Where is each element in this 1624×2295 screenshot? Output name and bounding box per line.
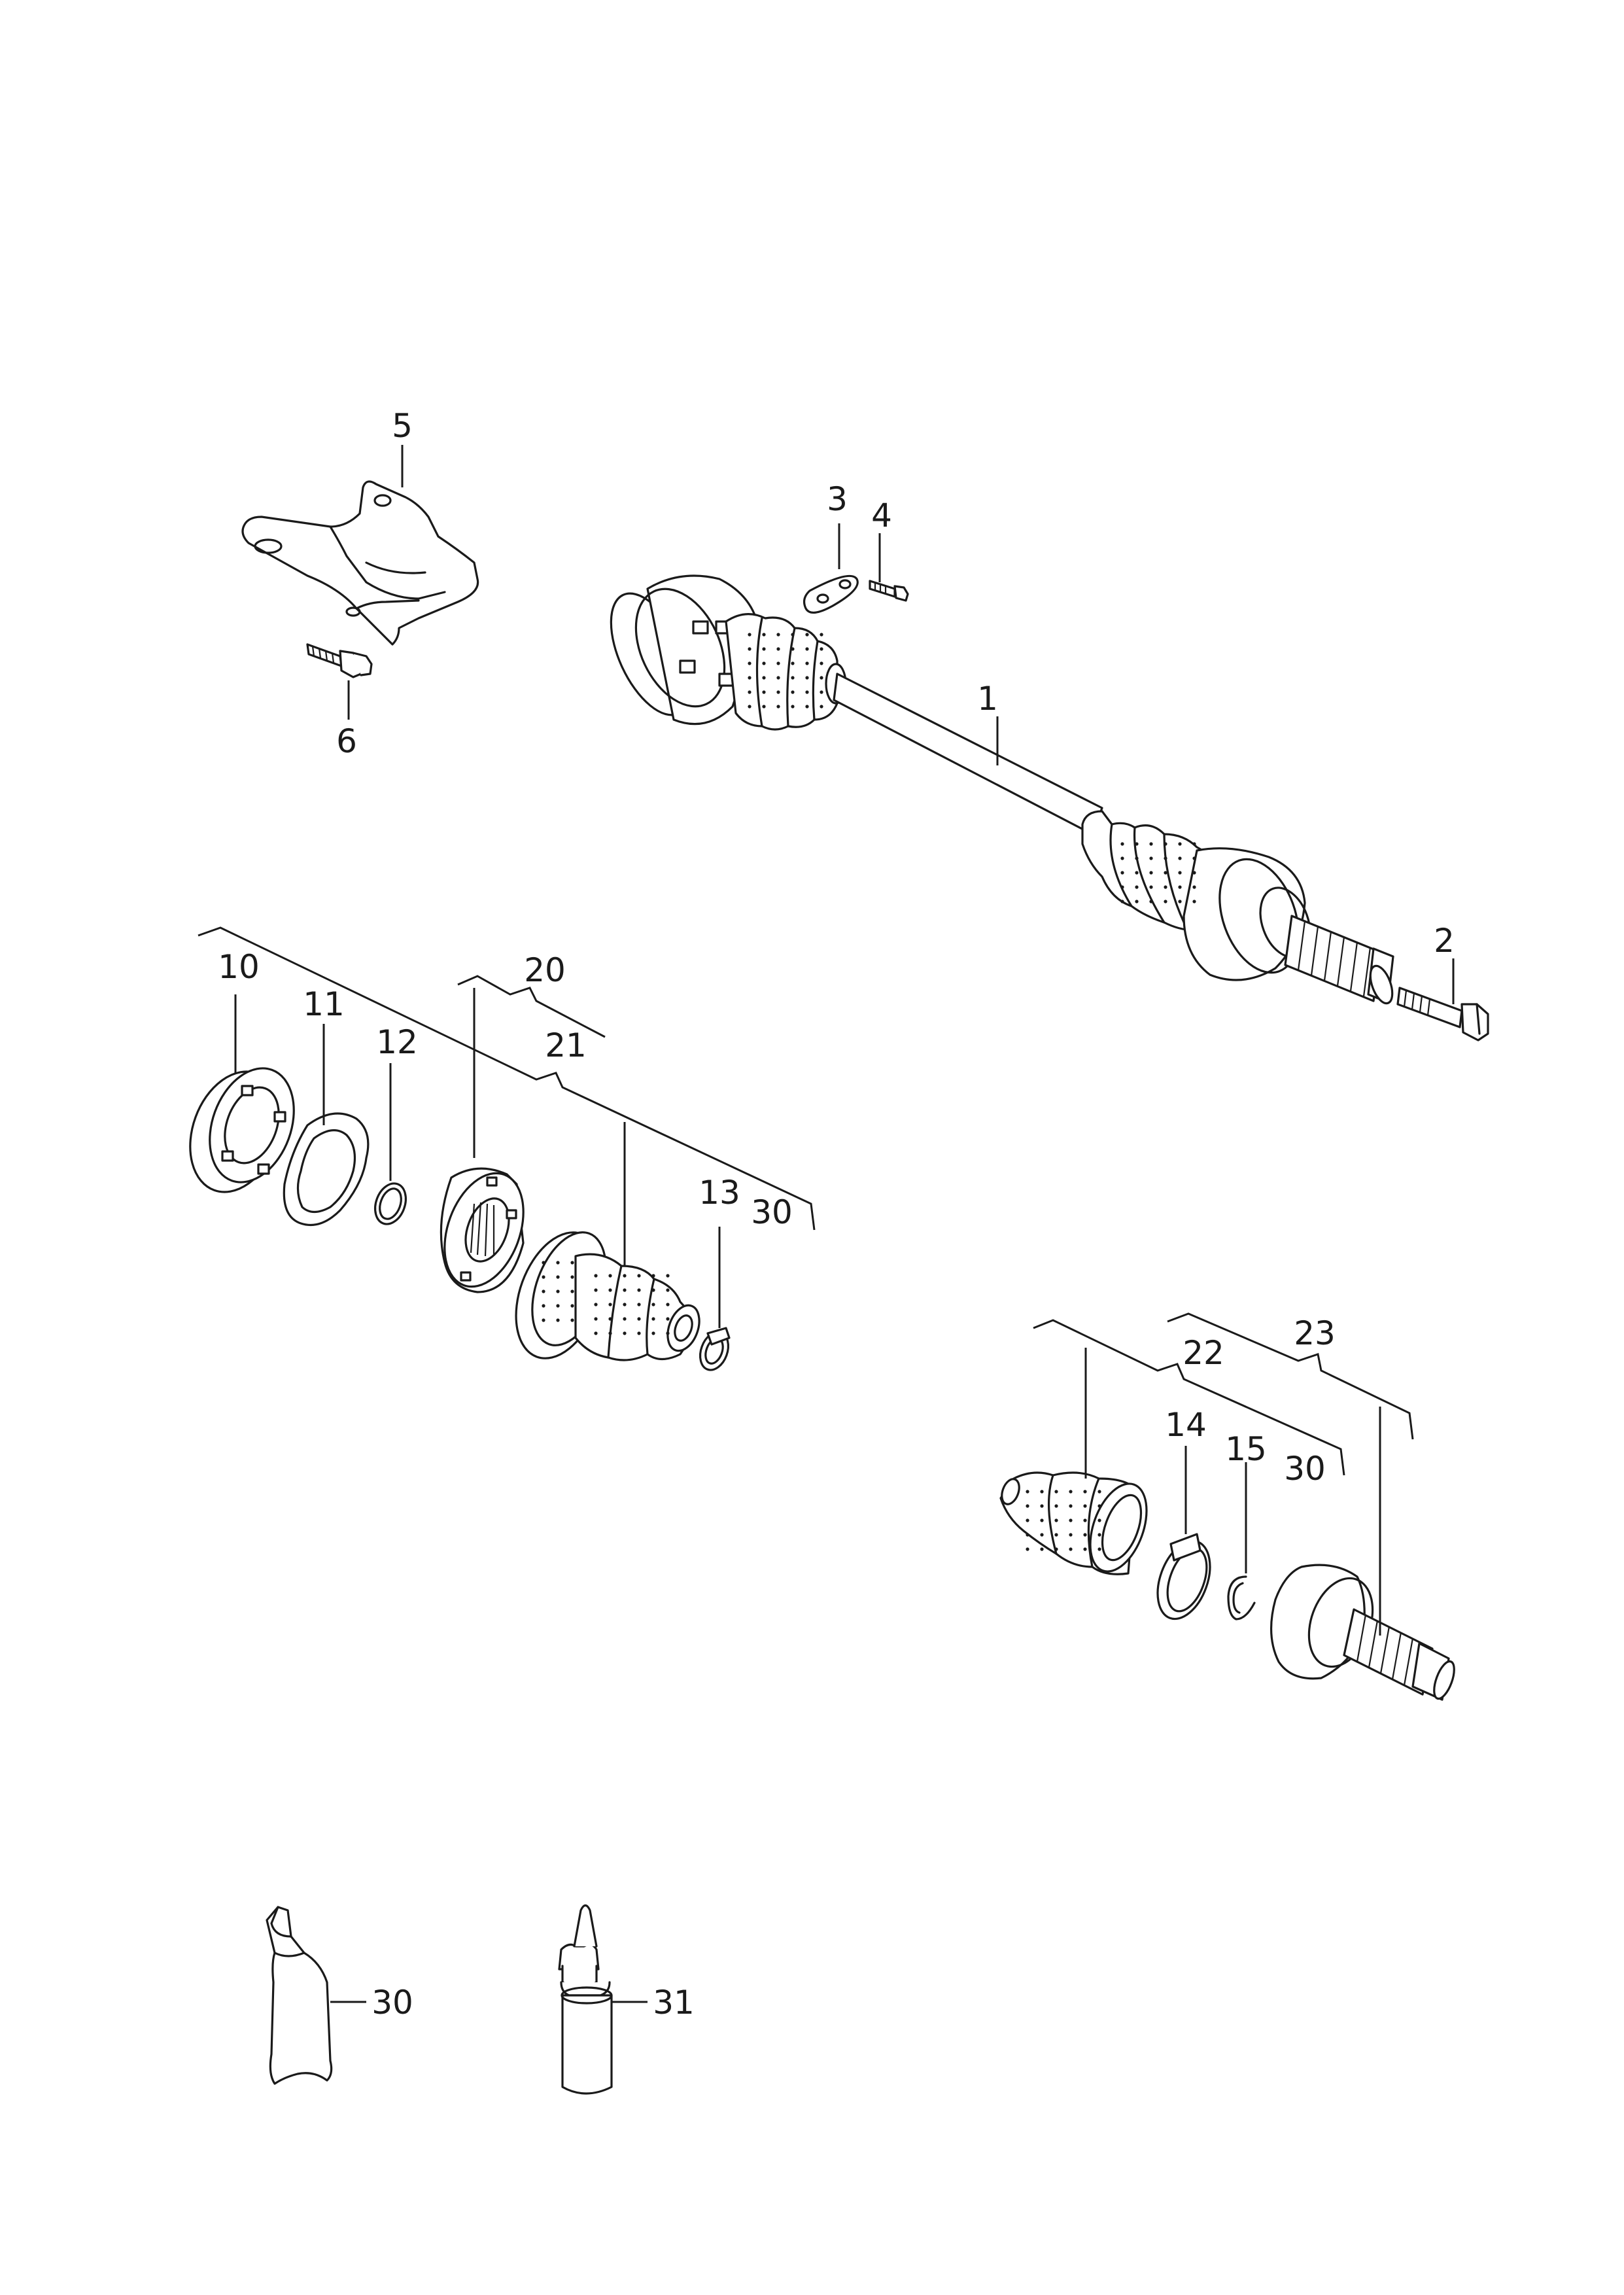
callout-5: 5 [392,407,413,445]
callout-30-tube: 30 [371,1984,413,2022]
callout-2: 2 [1434,922,1455,960]
callout-labels: 1 2 3 4 5 6 10 11 12 13 14 15 20 21 22 2… [218,407,1455,2022]
boot-dots-2 [542,1261,1101,1551]
callout-14: 14 [1165,1406,1207,1444]
clamp-part-14 [1156,1533,1211,1621]
boot-part-21 [515,1231,700,1361]
sealant-bottle-part [558,1904,613,2095]
callout-22: 22 [1183,1334,1224,1372]
callout-31-bottle: 31 [653,1984,695,2022]
boot-part-22 [999,1471,1148,1575]
callout-12: 12 [376,1023,418,1061]
circlip-part-15 [1227,1575,1256,1621]
callout-23: 23 [1294,1314,1336,1352]
outer-joint-part-23 [1270,1564,1455,1701]
bolt-part-6 [306,643,373,678]
callout-4: 4 [871,497,892,534]
callout-11: 11 [303,985,345,1023]
gasket-part-11 [283,1112,370,1227]
callout-6: 6 [336,722,357,760]
cover-part-10 [189,1067,295,1193]
leader-lines [198,445,1455,2003]
bolt-part-4 [869,580,909,602]
callout-20: 20 [524,951,566,989]
callout-21: 21 [545,1026,587,1064]
callout-1: 1 [977,680,998,718]
callout-3: 3 [827,480,848,518]
heat-shield-part [241,480,479,646]
callout-30-right-group: 30 [1284,1450,1326,1488]
boot-dots [748,633,1196,903]
grease-tube-part [266,1906,333,2085]
joint-hub-part-20 [440,1167,525,1293]
callout-30-left-group: 30 [751,1193,793,1231]
callout-15: 15 [1225,1430,1267,1468]
bolt-part-2 [1396,987,1489,1042]
clamp-part-13 [699,1327,731,1371]
ring-part-12 [374,1182,407,1225]
clamp-plate-part [803,574,859,614]
callout-10: 10 [218,948,260,986]
drive-shaft-part [610,574,1394,1005]
callout-13: 13 [699,1174,740,1212]
